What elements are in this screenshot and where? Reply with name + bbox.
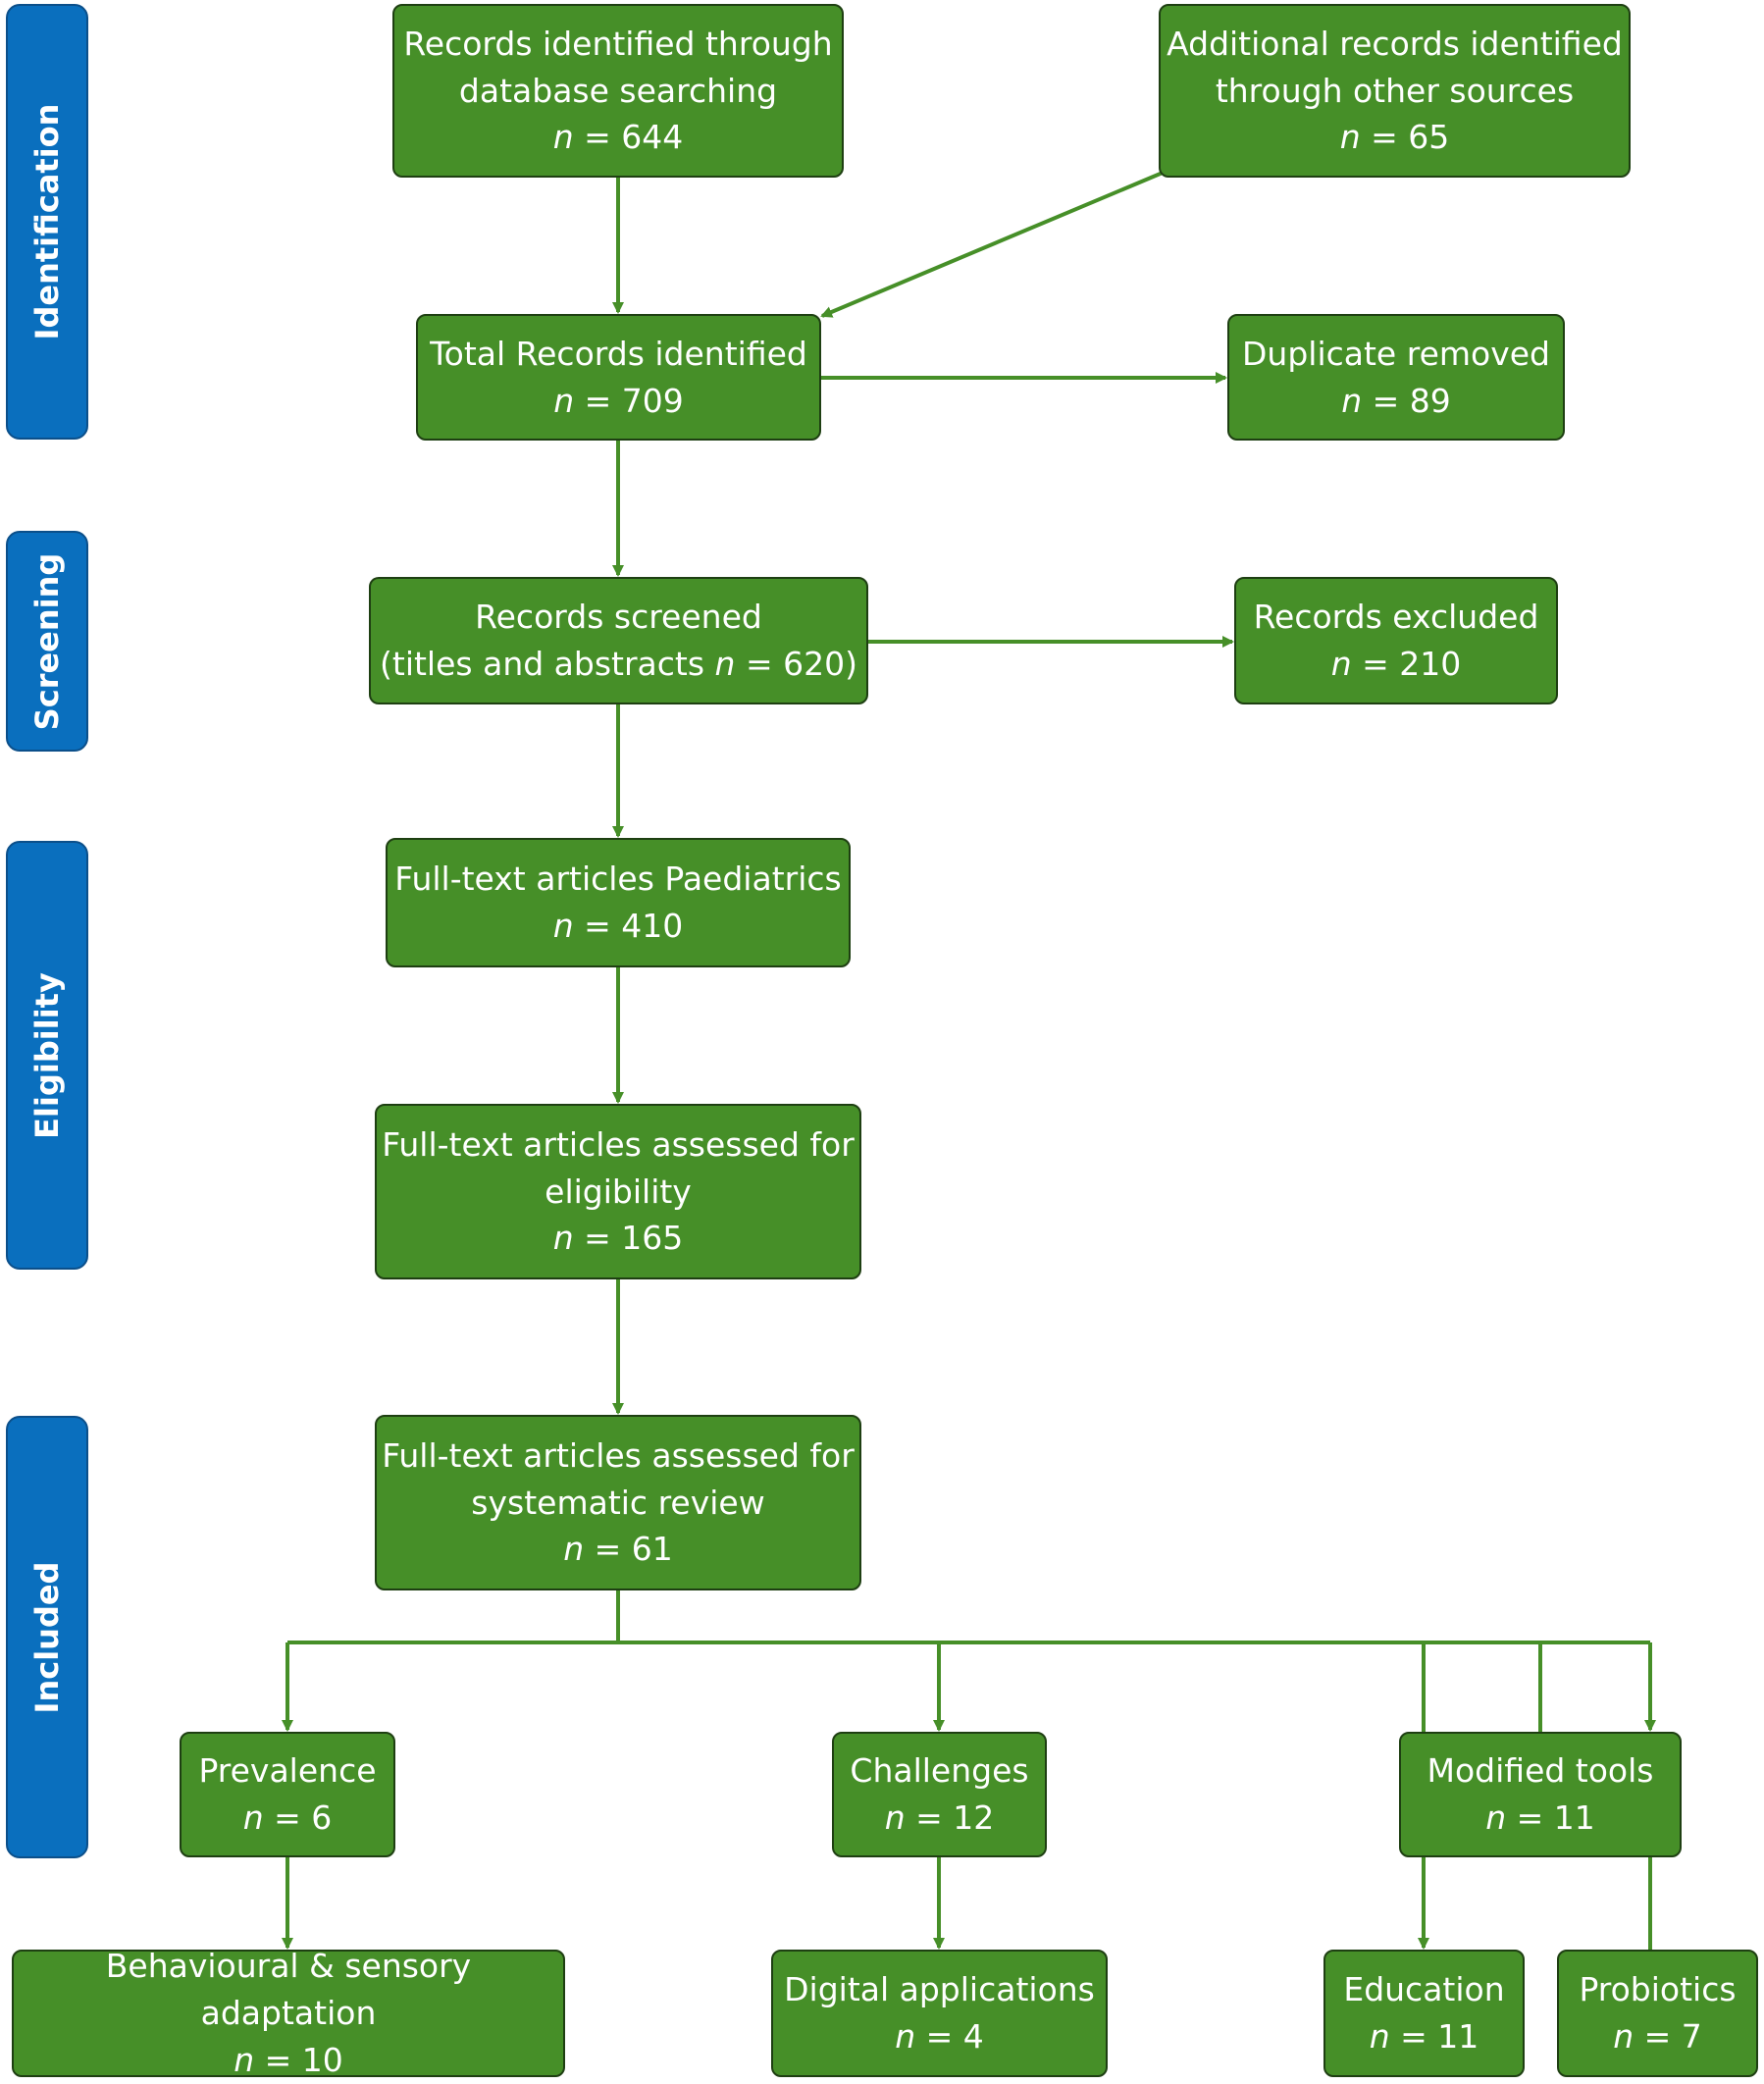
box-count: n = 10	[233, 2040, 343, 2079]
phase-identification-label: Identification	[28, 103, 66, 340]
box-count: n = 4	[895, 2017, 984, 2056]
box-count: n = 410	[552, 907, 684, 945]
box-text: Probiotics	[1579, 1970, 1737, 2009]
box-duplicate-removed: Duplicate removed n = 89	[1227, 314, 1565, 441]
box-education: Education n = 11	[1323, 1950, 1525, 2077]
box-count: n = 210	[1330, 645, 1462, 683]
phase-screening-label: Screening	[28, 552, 66, 730]
box-prevalence: Prevalence n = 6	[180, 1732, 395, 1857]
box-digital-applications: Digital applications n = 4	[771, 1950, 1108, 2077]
box-count: n = 644	[552, 118, 684, 157]
box-count: (titles and abstracts n = 620)	[380, 645, 857, 683]
box-text: Full-text articles Paediatrics	[394, 860, 842, 899]
box-count: n = 165	[552, 1219, 684, 1258]
box-systematic-review: Full-text articles assessed for systemat…	[375, 1415, 861, 1590]
box-text: Additional records identified	[1167, 24, 1623, 63]
phase-included-label: Included	[28, 1561, 66, 1713]
box-text: Records screened	[475, 598, 762, 637]
box-text: Behavioural & sensory adaptation	[105, 1947, 472, 2033]
box-total-records: Total Records identified n = 709	[416, 314, 821, 441]
box-count: n = 6	[242, 1798, 333, 1837]
box-count: n = 89	[1341, 381, 1451, 420]
box-text: Full-text articles assessed for	[382, 1435, 855, 1475]
box-text: Modified tools	[1427, 1751, 1654, 1791]
box-probiotics: Probiotics n = 7	[1557, 1950, 1758, 2077]
box-text: Duplicate removed	[1242, 334, 1550, 373]
box-count: n = 61	[563, 1530, 673, 1569]
box-count: n = 7	[1613, 2017, 1702, 2056]
phase-screening: Screening	[6, 531, 88, 752]
box-text: Total Records identified	[430, 334, 807, 373]
box-text: Digital applications	[784, 1970, 1095, 2009]
box-count: n = 709	[553, 381, 684, 420]
box-text: Prevalence	[198, 1751, 377, 1791]
box-challenges: Challenges n = 12	[832, 1732, 1047, 1857]
box-count: n = 11	[1369, 2017, 1479, 2056]
box-text: eligibility	[545, 1172, 692, 1211]
box-text: through other sources	[1215, 71, 1575, 110]
box-count: n = 65	[1339, 118, 1450, 157]
box-count: n = 11	[1485, 1798, 1595, 1837]
phase-identification: Identification	[6, 4, 88, 440]
box-text: Records identified through	[403, 24, 833, 63]
box-count: n = 12	[884, 1798, 995, 1837]
box-text: Records excluded	[1253, 598, 1539, 637]
box-modified-tools: Modified tools n = 11	[1399, 1732, 1682, 1857]
box-database-records: Records identified through database sear…	[392, 4, 844, 178]
box-text: Education	[1343, 1970, 1505, 2009]
box-text: Full-text articles assessed for	[382, 1124, 855, 1164]
box-other-sources: Additional records identified through ot…	[1159, 4, 1631, 178]
arrow-other-to-total	[820, 171, 1164, 318]
box-records-screened: Records screened (titles and abstracts n…	[369, 577, 868, 704]
phase-eligibility: Eligibility	[6, 841, 88, 1270]
phase-included: Included	[6, 1416, 88, 1858]
box-fulltext-eligibility: Full-text articles assessed for eligibil…	[375, 1104, 861, 1279]
box-behavioural-sensory: Behavioural & sensory adaptation n = 10	[12, 1947, 565, 2079]
box-text: Challenges	[850, 1751, 1029, 1791]
box-text: systematic review	[471, 1483, 765, 1522]
box-text: database searching	[458, 71, 778, 110]
phase-eligibility-label: Eligibility	[28, 971, 66, 1139]
box-records-excluded: Records excluded n = 210	[1234, 577, 1558, 704]
box-fulltext-paediatrics: Full-text articles Paediatrics n = 410	[386, 838, 851, 967]
